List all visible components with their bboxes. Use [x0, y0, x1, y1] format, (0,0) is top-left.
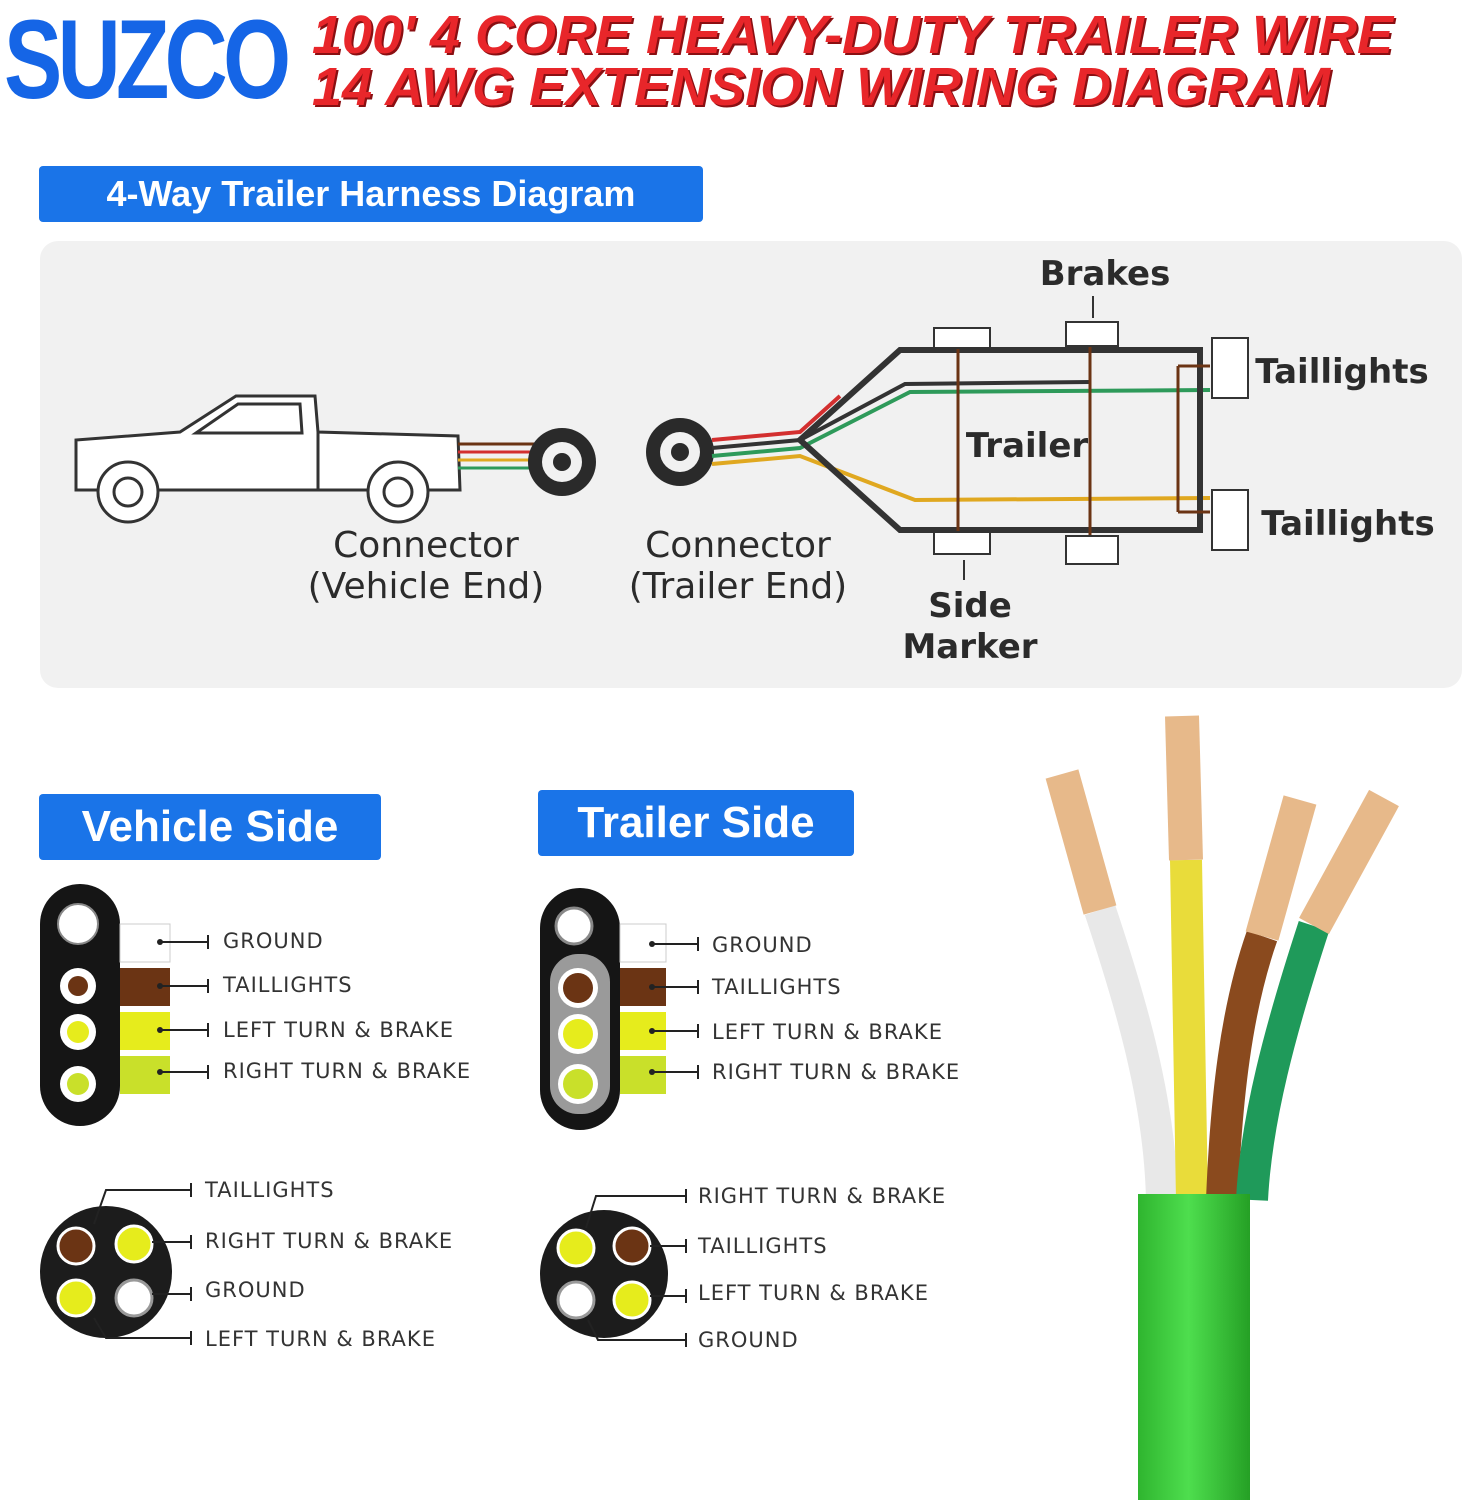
trailer-round-pin-ground: GROUND [698, 1328, 799, 1352]
trailer-frame [795, 347, 1203, 533]
vehicle-side-heading: Vehicle Side [39, 794, 381, 860]
label-taillights-top: Taillights [1255, 352, 1429, 392]
label-taillights-bottom: Taillights [1261, 504, 1435, 544]
trailer-round-pin-left-turn: LEFT TURN & BRAKE [698, 1281, 929, 1305]
title-line-2: 14 AWG EXTENSION WIRING DIAGRAM [312, 57, 1331, 117]
vehicle-round-pin-taillights: TAILLIGHTS [205, 1178, 335, 1202]
trailer-round-connector-drawing [540, 1189, 687, 1347]
trailer-crossbars [956, 342, 1210, 540]
trailer-flat-connector-drawing [540, 888, 699, 1130]
trailer-flat-pin-left-turn: LEFT TURN & BRAKE [712, 1020, 943, 1044]
vehicle-round-pin-left-turn: LEFT TURN & BRAKE [205, 1327, 436, 1351]
label-brakes: Brakes [1039, 254, 1171, 294]
trailer-round-pin-taillights: TAILLIGHTS [698, 1234, 828, 1258]
vehicle-flat-pin-left-turn: LEFT TURN & BRAKE [223, 1018, 454, 1042]
label-trailer: Trailer [965, 426, 1089, 466]
trailer-side-heading: Trailer Side [538, 790, 854, 856]
trailer-flat-pin-taillights: TAILLIGHTS [712, 975, 842, 999]
trailer-connector-icon [646, 418, 714, 486]
label-side-marker-2: Marker [902, 627, 1038, 667]
vehicle-connector-icon [528, 428, 596, 496]
vehicle-flat-pin-right-turn: RIGHT TURN & BRAKE [223, 1059, 472, 1083]
label-connector-vehicle-1: Connector [333, 525, 519, 566]
cable-illustration [1045, 715, 1399, 1500]
trailer-round-pin-right-turn: RIGHT TURN & BRAKE [698, 1184, 947, 1208]
vehicle-flat-pin-taillights: TAILLIGHTS [223, 973, 353, 997]
harness-diagram-drawing [74, 296, 1249, 580]
trailer-wires [711, 380, 1211, 503]
vehicle-round-pin-right-turn: RIGHT TURN & BRAKE [205, 1229, 454, 1253]
vehicle-flat-pin-ground: GROUND [223, 929, 324, 953]
lamp-markers [933, 321, 1249, 565]
label-connector-vehicle-2: (Vehicle End) [307, 566, 545, 607]
vehicle-round-pin-ground: GROUND [205, 1278, 306, 1302]
trailer-flat-pin-ground: GROUND [712, 933, 813, 957]
vehicle-round-connector-drawing [40, 1183, 192, 1345]
title-line-1: 100' 4 CORE HEAVY-DUTY TRAILER WIRE [312, 5, 1394, 65]
harness-heading: 4-Way Trailer Harness Diagram [39, 166, 703, 222]
trailer-flat-pin-right-turn: RIGHT TURN & BRAKE [712, 1060, 961, 1084]
vehicle-wires [458, 442, 535, 470]
truck-illustration [74, 394, 462, 524]
label-connector-trailer-1: Connector [645, 525, 831, 566]
vehicle-flat-connector-drawing [40, 884, 209, 1126]
label-connector-trailer-2: (Trailer End) [628, 566, 848, 607]
label-side-marker-1: Side [928, 586, 1012, 626]
